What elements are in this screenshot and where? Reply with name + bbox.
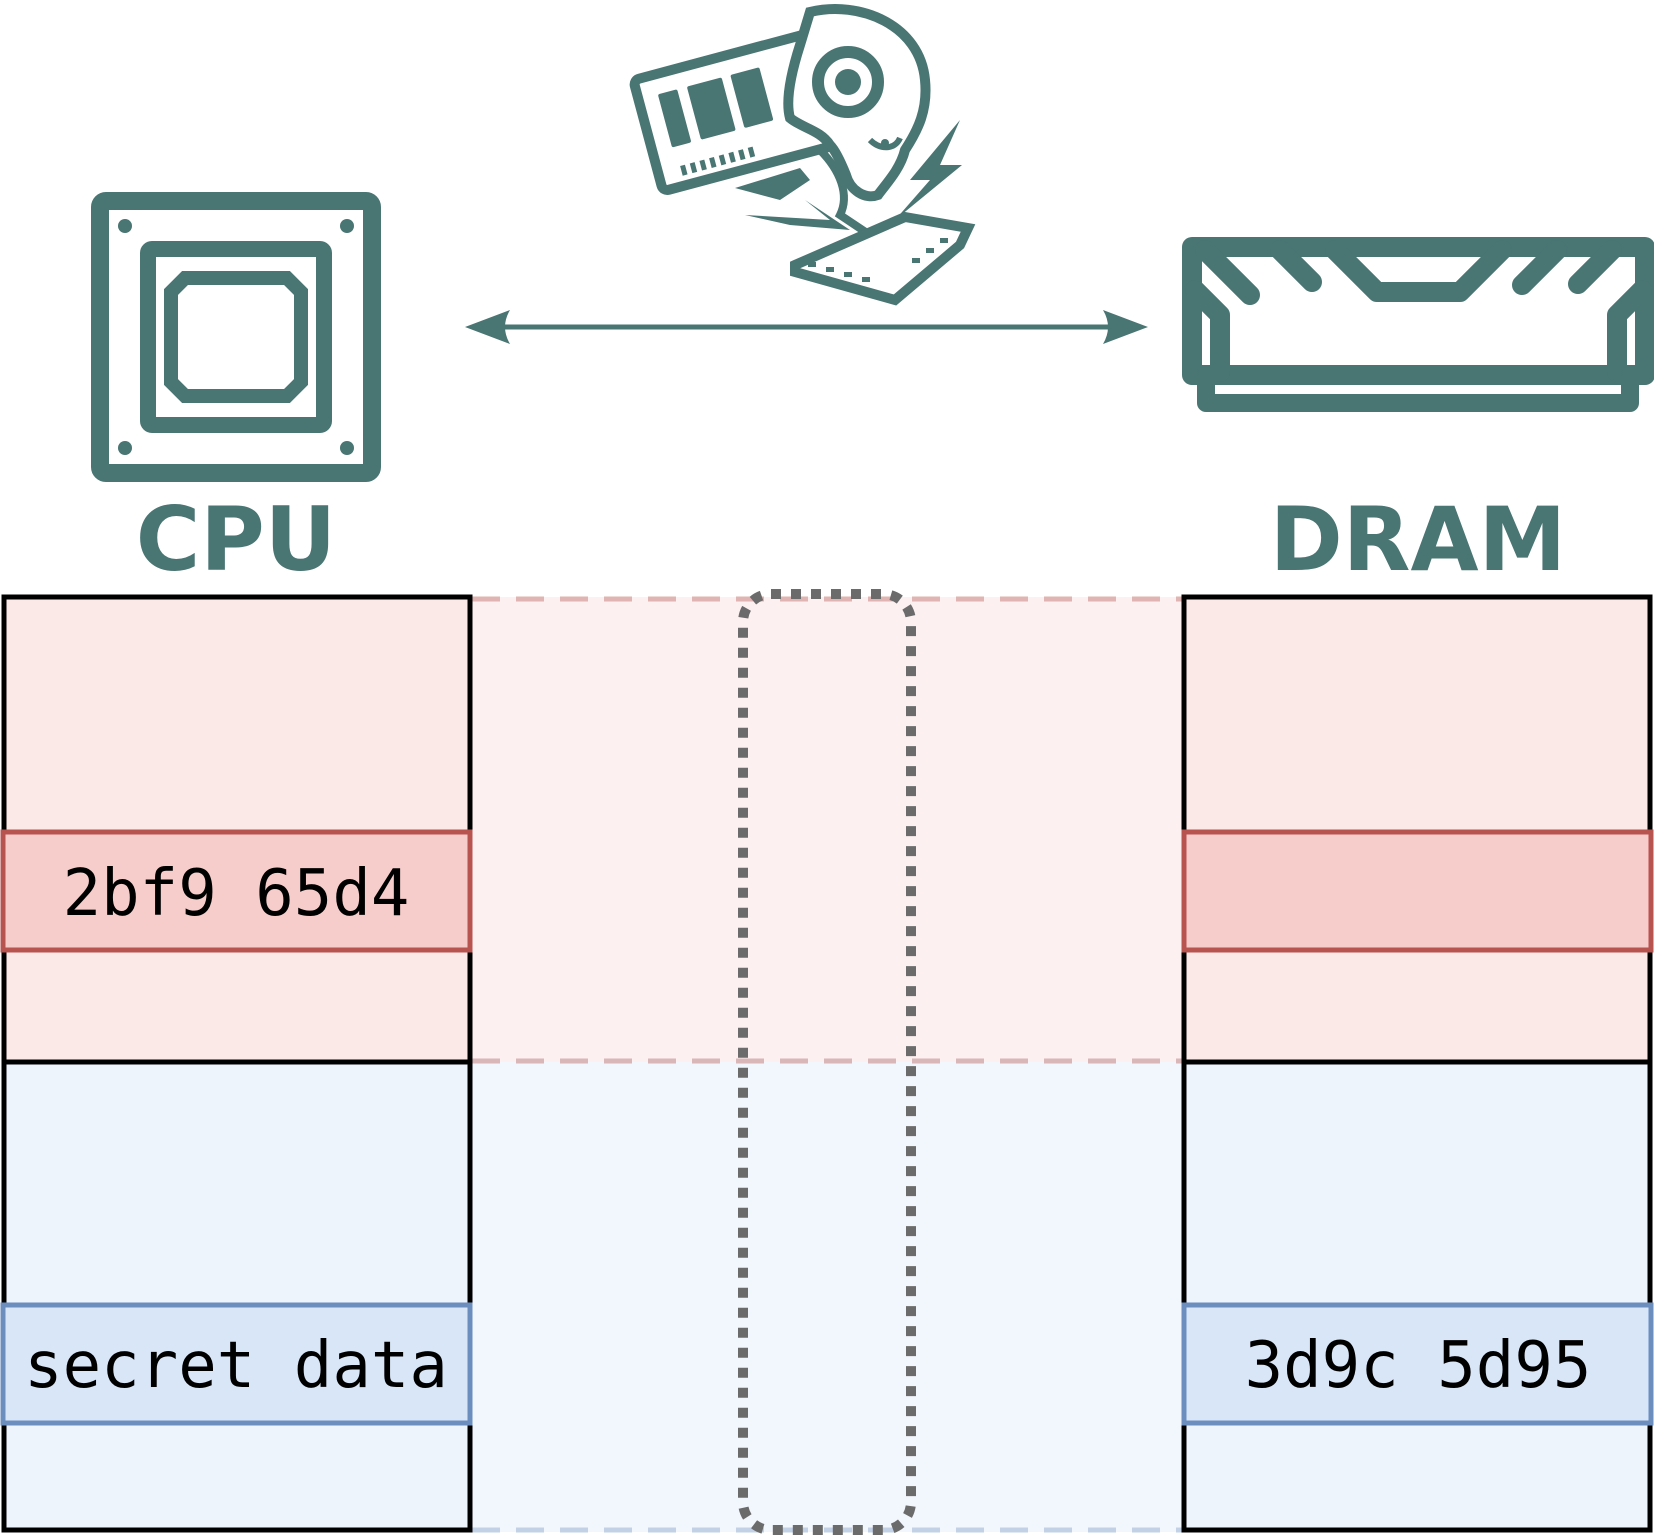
dram-label: DRAM — [1270, 488, 1566, 591]
cpu-blue-value: secret data — [24, 1329, 448, 1403]
cpu-red-value: 2bf9 65d4 — [63, 857, 410, 931]
cpu-blue-cell — [0, 1302, 473, 1426]
cpu-chip-icon — [91, 192, 381, 482]
double-arrow-icon — [465, 310, 1148, 344]
cpu-label: CPU — [136, 488, 337, 591]
dram-blue-value: 3d9c 5d95 — [1245, 1329, 1592, 1403]
dram-blue-cell — [1181, 1302, 1654, 1426]
dram-red-cell — [1181, 829, 1654, 953]
dram-blue-region — [1181, 1059, 1653, 1533]
cpu-memory-column: 2bf9 65d4 secret data — [0, 594, 473, 1533]
channel-blue-region — [470, 1062, 1184, 1532]
cpu-red-cell — [0, 829, 473, 953]
channel-red-region — [470, 597, 1184, 1062]
ram-module-icon — [1182, 237, 1654, 412]
ram-mascot-hammer-icon — [629, 4, 976, 306]
dram-memory-column: 3d9c 5d95 — [1181, 594, 1654, 1533]
cpu-blue-region — [1, 1059, 473, 1533]
